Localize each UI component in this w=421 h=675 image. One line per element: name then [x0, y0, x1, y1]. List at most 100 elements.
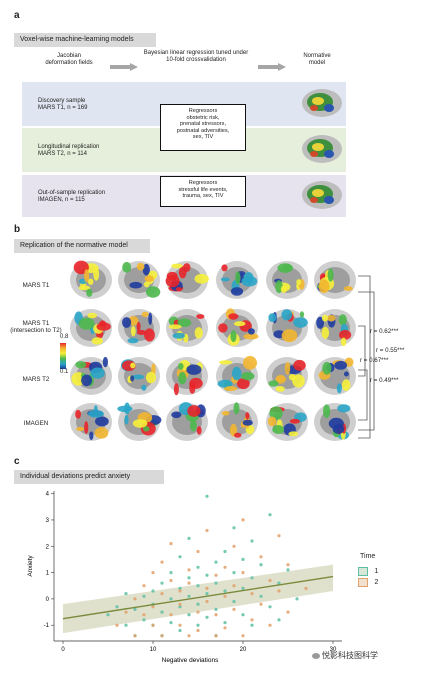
scatter-point-series-1	[286, 568, 290, 572]
brain-icon-out-of-sample	[302, 181, 342, 209]
scatter-point-series-1	[205, 592, 209, 596]
out-of-sample-label: Out-of-sample replication IMAGEN, n = 11…	[38, 190, 106, 203]
scatter-point-series-2	[151, 571, 155, 575]
scatter-point-series-2	[160, 560, 164, 564]
scatter-point-series-1	[187, 613, 191, 617]
step-bayesian: Bayesian linear regression tuned under 1…	[143, 50, 249, 63]
scatter-point-series-2	[223, 594, 227, 598]
regressors-mars-box: Regressors obstetric risk, prenatal stre…	[160, 104, 246, 151]
x-tick-label: 0	[61, 647, 65, 653]
longitudinal-label: Longitudinal replication MARS T2, n = 11…	[38, 144, 100, 157]
scatter-point-series-2	[259, 602, 263, 606]
scatter-point-series-2	[286, 563, 290, 567]
scatter-point-series-2	[205, 528, 209, 533]
scatter-point-series-1	[115, 605, 119, 609]
brain-slice-image	[216, 261, 258, 299]
scatter-point-series-2	[178, 623, 182, 627]
scatter-point-series-1	[124, 592, 128, 596]
scatter-point-series-1	[142, 594, 146, 598]
brain-slice-image	[314, 309, 356, 347]
scatter-point-series-2	[187, 581, 191, 585]
brain-slice-image	[314, 403, 356, 441]
scatter-point-series-2	[151, 605, 155, 609]
brain-slice-image	[266, 357, 308, 395]
correlation-r3: r = 0.67***	[360, 357, 389, 364]
x-tick-label: 20	[240, 647, 247, 653]
scatter-point-series-2	[205, 586, 209, 590]
y-tick-label: 2	[46, 544, 50, 550]
scatter-point-series-1	[160, 610, 164, 614]
scatter-point-series-2	[223, 626, 227, 630]
brain-icon-longitudinal	[302, 135, 342, 163]
scatter-point-series-2	[286, 610, 290, 614]
scatter-point-series-2	[214, 634, 218, 638]
scatter-point-series-1	[268, 513, 272, 517]
scatter-point-series-2	[232, 584, 236, 588]
brain-slice-image	[70, 403, 112, 441]
scatter-point-series-1	[295, 597, 299, 601]
brain-slice-image	[118, 261, 161, 299]
scatter-point-series-1	[169, 621, 173, 625]
scatter-point-series-2	[250, 592, 254, 596]
brain-slice-image	[117, 402, 162, 441]
scatter-point-series-1	[187, 536, 191, 540]
scatter-point-series-2	[187, 634, 191, 638]
brain-slice-image	[118, 309, 160, 347]
row-label-mars-t1-intersection: MARS T1 (intersection to T2)	[10, 320, 62, 334]
panel-a-header: Voxel-wise machine-learning models	[14, 33, 156, 47]
row-label-imagen: IMAGEN	[23, 420, 49, 427]
scatter-point-series-1	[178, 555, 182, 559]
scatter-point-series-1	[178, 605, 182, 609]
scatter-point-series-2	[232, 607, 236, 611]
brain-slice-image	[70, 260, 112, 299]
discovery-label: Discovery sample MARS T1, n = 169	[38, 98, 88, 111]
scatter-point-series-1	[223, 549, 227, 554]
scatter-point-series-1	[169, 597, 173, 601]
scatter-point-series-2	[160, 634, 164, 638]
scatter-point-series-2	[169, 613, 173, 617]
scatter-point-series-2	[133, 634, 137, 638]
scatter-point-series-1	[223, 589, 227, 593]
step-normative: Normative model	[303, 53, 331, 66]
y-tick-label: 0	[46, 597, 50, 603]
brain-slice-image	[216, 402, 258, 441]
scatter-point-series-1	[196, 623, 200, 627]
scatter-point-series-1	[241, 586, 245, 590]
scatter-point-series-1	[178, 628, 182, 633]
correlation-r2: r = 0.55***	[376, 347, 405, 354]
legend-label-1: 1	[374, 567, 379, 575]
scatter-point-series-2	[268, 578, 272, 583]
y-tick-label: 3	[46, 518, 50, 524]
colorbar-tick-high: 0.8	[60, 334, 69, 340]
scatter-point-series-1	[214, 560, 218, 564]
scatter-point-series-1	[205, 494, 209, 498]
scatter-point-series-1	[187, 594, 191, 598]
brain-slice-image	[216, 356, 258, 395]
scatter-point-series-2	[232, 544, 236, 548]
scatter-point-series-2	[169, 542, 173, 546]
wechat-icon	[312, 652, 320, 659]
scatter-point-series-1	[277, 618, 281, 622]
scatter-point-series-1	[124, 623, 128, 627]
correlation-brackets	[358, 275, 375, 439]
panel-c-header: Individual deviations predict anxiety	[14, 470, 164, 484]
scatter-point-series-2	[196, 610, 200, 614]
scatter-point-series-2	[259, 555, 263, 559]
legend-label-2: 2	[374, 578, 379, 586]
scatter-point-series-2	[241, 518, 245, 522]
scatter-point-series-1	[178, 586, 182, 590]
scatter-point-series-2	[214, 573, 218, 577]
scatter-point-series-1	[133, 607, 137, 611]
brain-icon-discovery	[302, 89, 342, 117]
y-tick-label: -1	[44, 623, 50, 629]
scatter-point-series-2	[160, 592, 164, 596]
scatter-point-series-1	[232, 599, 236, 604]
brain-slice-image	[314, 261, 356, 299]
scatter-point-series-1	[277, 581, 281, 585]
scatter-point-series-2	[304, 586, 308, 590]
brain-slice-image	[314, 357, 356, 395]
brain-slice-image	[118, 357, 160, 395]
scatter-point-series-1	[232, 571, 236, 575]
scatter-point-series-2	[142, 613, 146, 617]
